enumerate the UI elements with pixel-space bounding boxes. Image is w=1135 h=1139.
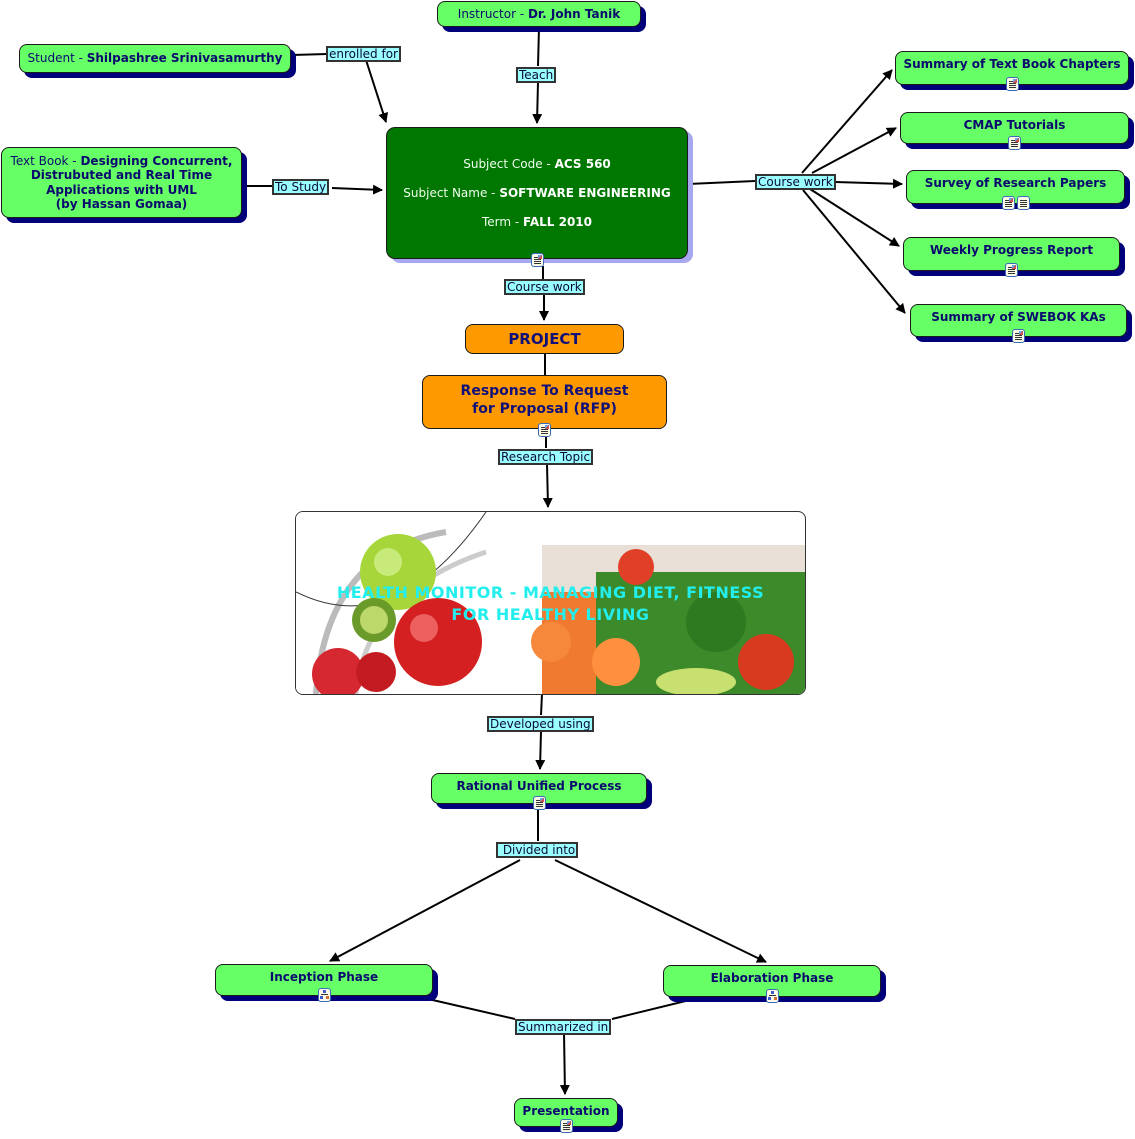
coursework-item-label: Summary of SWEBOK KAs [931,310,1106,324]
edge-cw-textbook-summary [801,69,893,174]
research-topic-node[interactable]: HEALTH MONITOR - MANAGING DIET, FITNESS … [295,511,806,695]
coursework-item-label: CMAP Tutorials [963,118,1066,132]
image-document-icon[interactable] [530,253,544,267]
research-topic-line-1: HEALTH MONITOR - MANAGING DIET, FITNESS [336,583,765,602]
edge-research-banner [542,463,553,508]
textbook-label: Text Book - [10,153,81,168]
concept-map-icon[interactable] [317,988,331,1002]
coursework-item-label: Weekly Progress Report [929,243,1094,257]
link-developed-using[interactable]: Developed using [487,716,594,732]
student-label: Student - [27,51,87,65]
project-node[interactable]: PROJECT [465,324,624,354]
link-research-topic[interactable]: Research Topic [498,449,594,465]
edge-student-enrolled [291,53,328,56]
edge-divided-inception [329,859,521,962]
subject-name-label: Subject Name - [403,185,500,200]
image-document-icon[interactable] [1008,136,1021,150]
edge-summarized-presentation [559,1032,570,1095]
text-document-icon[interactable] [1016,196,1030,210]
instructor-label: Instructor - [457,6,528,21]
link-course-work-right[interactable]: Course work [755,174,836,190]
presentation-label: Presentation [522,1104,610,1118]
rup-label: Rational Unified Process [456,779,622,793]
subject-code-label: Subject Code - [463,156,555,171]
rfp-line-2: for Proposal (RFP) [472,401,617,417]
fruit-salad-image [296,512,805,694]
link-enrolled-for[interactable]: enrolled for [326,46,401,62]
elaboration-phase-node[interactable]: Elaboration Phase [663,965,881,1003]
coursework-item[interactable]: Summary of Text Book Chapters [895,51,1129,91]
edge-instructor-teach [537,26,540,67]
edge-teach-subject [532,81,543,124]
edge-cw-weekly [809,188,900,247]
coursework-item[interactable]: Weekly Progress Report [903,237,1120,277]
edge-developed-rup [535,730,546,770]
student-node[interactable]: Student - Shilpashree Srinivasamurthy [19,44,291,73]
student-name: Shilpashree Srinivasamurthy [86,51,283,65]
coursework-item[interactable]: Survey of Research Papers [906,170,1125,210]
link-to-study[interactable]: To Study [272,179,330,195]
image-document-icon[interactable] [559,1119,573,1133]
link-divided-into[interactable]: Divided into [496,842,579,858]
subject-node[interactable]: Subject Code - ACS 560 Subject Name - SO… [386,127,688,267]
inception-phase-node[interactable]: Inception Phase [215,964,433,1002]
coursework-item-label: Summary of Text Book Chapters [903,57,1121,71]
edge-cw-survey [834,178,903,189]
rfp-node[interactable]: Response To Request for Proposal (RFP) [422,375,667,437]
link-course-work-down[interactable]: Course work [504,279,585,295]
rup-node[interactable]: Rational Unified Process [431,773,647,810]
image-document-icon[interactable] [532,796,546,810]
elaboration-label: Elaboration Phase [710,971,834,985]
instructor-node[interactable]: Instructor - Dr. John Tanik [437,1,641,27]
term-value: FALL 2010 [523,214,593,229]
textbook-title-line-1: Designing Concurrent, [80,153,233,168]
presentation-node[interactable]: Presentation [514,1098,618,1133]
image-document-icon[interactable] [1005,263,1018,277]
edge-inception-summarized [423,997,516,1020]
image-document-icon[interactable] [1001,196,1015,210]
coursework-item[interactable]: CMAP Tutorials [900,112,1129,150]
link-summarized-in[interactable]: Summarized in [515,1019,612,1035]
rfp-line-1: Response To Request [460,383,629,399]
coursework-item[interactable]: Summary of SWEBOK KAs [910,304,1127,343]
project-label: PROJECT [508,329,581,348]
edge-cw-cmap [811,127,897,174]
instructor-name: Dr. John Tanik [527,6,621,21]
edge-elaboration-summarized [611,997,699,1020]
inception-label: Inception Phase [269,970,379,984]
edge-enrolled-subject [365,59,388,123]
textbook-title-line-2: Distrubuted and Real Time [30,168,213,182]
textbook-node[interactable]: Text Book - Designing Concurrent, Distru… [1,147,242,218]
image-document-icon[interactable] [1005,77,1019,91]
subject-name: SOFTWARE ENGINEERING [499,185,671,200]
edge-subject-coursework [687,180,756,185]
research-topic-line-2: FOR HEALTHY LIVING [451,605,650,624]
term-label: Term - [481,214,524,229]
edge-cw-swebok [802,189,906,314]
link-teach[interactable]: Teach [516,67,557,83]
edge-divided-elaboration [554,859,767,963]
coursework-item-label: Survey of Research Papers [924,176,1107,190]
textbook-author: (by Hassan Gomaa) [55,197,188,211]
concept-map-icon[interactable] [765,989,779,1003]
edge-banner-developed [540,693,543,716]
edge-study-subject [331,184,383,195]
textbook-title-line-3: Applications with UML [46,182,197,197]
subject-code: ACS 560 [554,156,611,171]
image-document-icon[interactable] [1012,329,1025,343]
image-document-icon[interactable] [538,423,551,437]
